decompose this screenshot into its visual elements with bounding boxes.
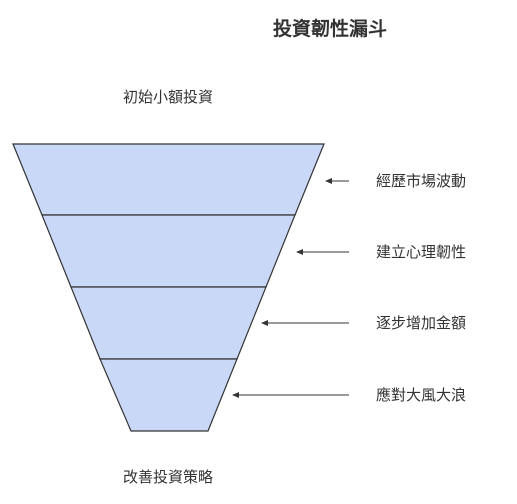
annotation-stage-2: 建立心理韌性 [296, 243, 466, 261]
annotation-stage-4: 應對大風大浪 [232, 386, 466, 404]
bottom-caption: 改善投資策略 [123, 468, 213, 486]
stage-label-4: 應對大風大浪 [376, 386, 466, 404]
arrow-head [296, 249, 303, 255]
funnel-stage-2 [41, 214, 296, 288]
stage-label-1: 經歷市場波動 [376, 172, 466, 190]
arrow-head [261, 320, 268, 326]
stage-label-2: 建立心理韌性 [376, 243, 466, 261]
funnel-stage-3 [70, 286, 267, 360]
stage-label-3: 逐步增加金額 [376, 314, 466, 332]
top-caption: 初始小額投資 [123, 88, 213, 106]
funnel-stage-1 [12, 143, 325, 216]
annotation-stage-3: 逐步增加金額 [261, 314, 466, 332]
funnel [12, 143, 325, 432]
arrow-head [325, 178, 332, 184]
arrow-head [232, 392, 239, 398]
funnel-stage-4 [99, 358, 238, 432]
annotation-stage-1: 經歷市場波動 [325, 172, 466, 190]
diagram-title: 投資韌性漏斗 [273, 17, 387, 40]
stage-annotations: 經歷市場波動 建立心理韌性 逐步增加金額 應對大風大浪 [232, 172, 466, 404]
